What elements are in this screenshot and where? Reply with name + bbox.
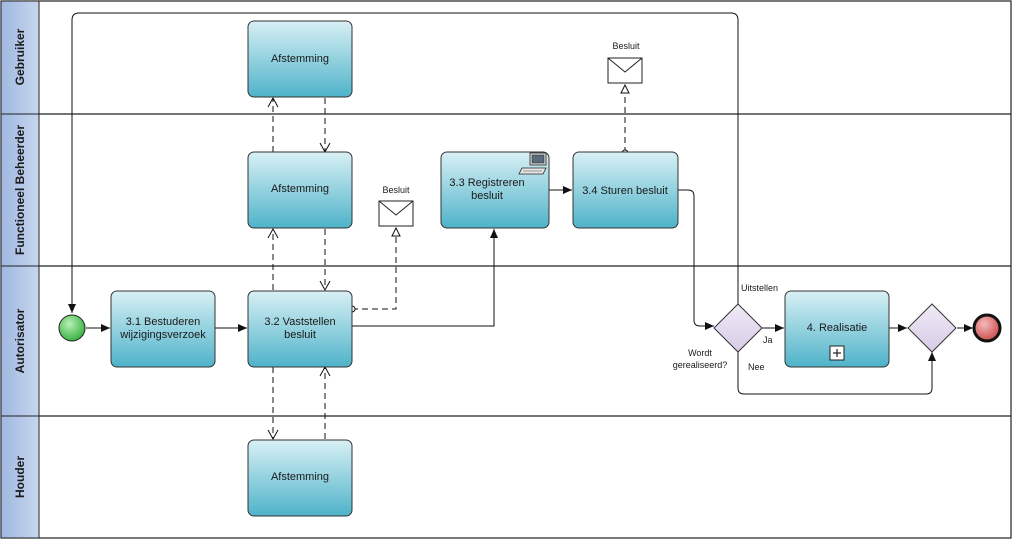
task-afstemming-functioneel-beheerder[interactable]: Afstemming: [247, 151, 353, 229]
task-label: Afstemming: [271, 183, 329, 195]
condition-label-uitstellen: Uitstellen: [741, 283, 778, 293]
task-afstemming-gebruiker[interactable]: Afstemming: [247, 20, 353, 98]
message-label: Besluit: [382, 185, 410, 195]
task-afstemming-houder[interactable]: Afstemming: [247, 439, 353, 517]
task-label-line2: wijzigingsverzoek: [119, 329, 206, 341]
subprocess-plus-icon[interactable]: [829, 345, 845, 361]
task-label-line1: 3.3 Registreren: [449, 177, 524, 189]
lane-label-functioneel-beheerder: Functioneel Beheerder: [13, 125, 27, 255]
task-label: Afstemming: [271, 471, 329, 483]
lane-label-gebruiker: Gebruiker: [13, 28, 27, 85]
gateway-wordt-gerealiseerd[interactable]: [713, 303, 763, 353]
lane-gebruiker: Gebruiker: [0, 0, 40, 115]
flow-nee-to-merge: [737, 352, 936, 395]
lane-autorisator: Autorisator: [0, 265, 40, 417]
computer-icon: [518, 152, 547, 175]
lane-houder: Houder: [0, 415, 40, 539]
flow-uitstellen-loop: [68, 12, 739, 313]
envelope-icon: [607, 57, 643, 84]
lane-label-houder: Houder: [13, 456, 27, 498]
flow-32-to-33: [352, 229, 498, 327]
task-label-line1: 3.2 Vaststellen: [264, 316, 335, 328]
start-event[interactable]: [58, 314, 86, 342]
gateway-question-line2: gerealiseerd?: [673, 360, 728, 370]
message-besluit-mid: Besluit: [378, 185, 414, 227]
task-3-3-registreren-besluit[interactable]: 3.3 Registreren besluit: [440, 151, 550, 229]
task-label-line2: besluit: [471, 190, 503, 202]
message-label: Besluit: [612, 41, 640, 51]
task-label: 3.4 Sturen besluit: [582, 185, 668, 197]
condition-label-nee: Nee: [748, 362, 765, 372]
message-flow-besluit-mid: [352, 228, 396, 309]
task-3-4-sturen-besluit[interactable]: 3.4 Sturen besluit: [572, 151, 679, 229]
lane-label-autorisator: Autorisator: [13, 308, 27, 373]
task-3-1-bestuderen-wijzigingsverzoek[interactable]: 3.1 Bestuderen wijzigingsverzoek: [110, 290, 216, 368]
task-label-line2: besluit: [284, 329, 316, 341]
task-label-line1: 3.1 Bestuderen: [126, 316, 201, 328]
envelope-icon: [378, 200, 414, 227]
task-3-2-vaststellen-besluit[interactable]: 3.2 Vaststellen besluit: [247, 290, 353, 368]
gateway-question-line1: Wordt: [688, 348, 712, 358]
flow-34-to-gateway: [678, 189, 714, 330]
message-besluit-top: Besluit: [607, 41, 643, 84]
lane-functioneel-beheerder: Functioneel Beheerder: [0, 113, 40, 267]
task-4-realisatie[interactable]: 4. Realisatie: [784, 290, 890, 368]
condition-label-ja: Ja: [763, 335, 773, 345]
task-label: Afstemming: [271, 53, 329, 65]
gateway-merge[interactable]: [907, 303, 957, 353]
end-event[interactable]: [972, 313, 1002, 343]
task-label: 4. Realisatie: [807, 322, 868, 334]
